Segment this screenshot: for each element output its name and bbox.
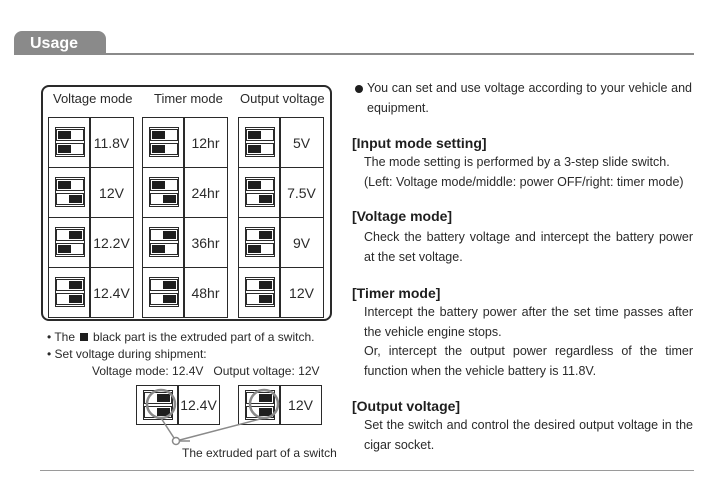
- footer-rule: [40, 470, 694, 471]
- switch-cell: 48hr: [142, 267, 228, 318]
- section-title-output-voltage: [Output voltage]: [352, 398, 461, 414]
- cell-value: 12hr: [191, 134, 220, 151]
- section-body-timer-mode-2: Or, intercept the output power regardles…: [364, 344, 693, 378]
- switch-table: [41, 85, 332, 321]
- switch-cell: 12.4V: [48, 267, 134, 318]
- switch-cell: 12V: [238, 267, 324, 318]
- cell-value: 12V: [99, 184, 124, 201]
- section-tab: Usage: [14, 31, 106, 55]
- example-value: 12.4V: [180, 397, 217, 413]
- note-shipment-heading: • Set voltage during shipment:: [47, 347, 207, 361]
- cell-value: 9V: [292, 234, 311, 251]
- dip-switch-icon: [55, 277, 85, 307]
- header-rule: [14, 53, 694, 55]
- section-body-voltage-mode: Check the battery voltage and intercept …: [364, 230, 693, 264]
- cell-value: 5V: [292, 134, 311, 151]
- section-body-output-voltage: Set the switch and control the desired o…: [364, 418, 693, 452]
- note-text: black part is the extruded part of a swi…: [93, 330, 315, 344]
- cell-value: 36hr: [191, 234, 220, 251]
- callout-circle: [145, 388, 177, 420]
- cell-value: 48hr: [191, 284, 220, 301]
- switch-cell: 12hr: [142, 117, 228, 168]
- section-title-voltage-mode: [Voltage mode]: [352, 208, 453, 224]
- intro-text: You can set and use voltage according to…: [367, 81, 692, 115]
- dip-switch-icon: [55, 127, 85, 157]
- bullet-icon: •: [47, 330, 52, 344]
- switch-cell: 9V: [238, 217, 324, 268]
- example-value: 12V: [288, 397, 313, 413]
- note-text: Set voltage during shipment:: [54, 347, 207, 361]
- dip-switch-icon: [149, 227, 179, 257]
- callout-anchor-dot: [171, 436, 181, 446]
- dip-switch-icon: [55, 227, 85, 257]
- section-title-input-mode: [Input mode setting]: [352, 135, 487, 151]
- callout-label: The extruded part of a switch: [182, 446, 337, 460]
- switch-cell: 7.5V: [238, 167, 324, 218]
- example-switch-voltage: 12.4V: [136, 385, 220, 425]
- cell-value: 24hr: [191, 184, 220, 201]
- column-heading-voltage-mode: Voltage mode: [53, 91, 133, 106]
- switch-cell: 12.2V: [48, 217, 134, 268]
- switch-cell: 5V: [238, 117, 324, 168]
- dip-switch-icon: [245, 177, 275, 207]
- bullet-icon: [355, 85, 363, 93]
- switch-cell: 12V: [48, 167, 134, 218]
- black-square-icon: [80, 333, 89, 341]
- column-heading-timer-mode: Timer mode: [154, 91, 223, 106]
- cell-value: 12.2V: [93, 234, 130, 251]
- switch-cell: 11.8V: [48, 117, 134, 168]
- note-text: The: [54, 330, 76, 344]
- note-black-part: • The black part is the extruded part of …: [47, 330, 314, 344]
- section-title-timer-mode: [Timer mode]: [352, 285, 441, 301]
- dip-switch-icon: [55, 177, 85, 207]
- example-switch-output: 12V: [238, 385, 322, 425]
- section-body-input-mode: The mode setting is performed by a 3-ste…: [364, 155, 670, 169]
- callout-leader-line: [175, 417, 265, 442]
- section-body-timer-mode: Intercept the battery power after the se…: [364, 305, 693, 339]
- switch-cell: 24hr: [142, 167, 228, 218]
- dip-switch-icon: [149, 127, 179, 157]
- section-body-input-mode-note: (Left: Voltage mode/middle: power OFF/ri…: [364, 175, 684, 189]
- dip-switch-icon: [245, 127, 275, 157]
- dip-switch-icon: [149, 277, 179, 307]
- column-heading-output-voltage: Output voltage: [240, 91, 325, 106]
- dip-switch-icon: [149, 177, 179, 207]
- dip-switch-icon: [245, 227, 275, 257]
- cell-value: 7.5V: [287, 184, 316, 201]
- cell-value: 12V: [289, 284, 314, 301]
- callout-circle: [248, 388, 280, 420]
- dip-switch-icon: [245, 277, 275, 307]
- cell-value: 12.4V: [93, 284, 130, 301]
- note-shipment-values: Voltage mode: 12.4V Output voltage: 12V: [92, 364, 320, 378]
- cell-value: 11.8V: [93, 134, 130, 151]
- bullet-icon: •: [47, 347, 52, 361]
